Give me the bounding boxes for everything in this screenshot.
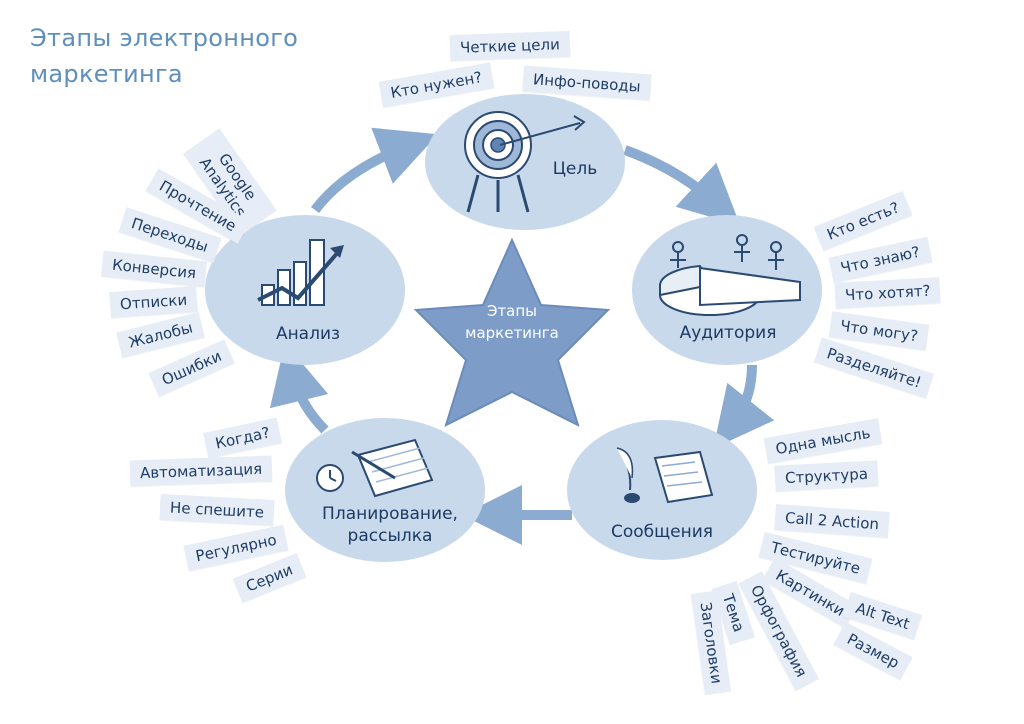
- arrow-audience-to-messages: [713, 364, 775, 449]
- center-label-line-1: Этапы: [486, 302, 538, 320]
- target-icon: [464, 111, 586, 213]
- audience-label: Аудитория: [679, 323, 777, 343]
- arrow-goal-to-audience: [623, 145, 741, 226]
- tag-goal-clear-goals: Четкие цели: [449, 30, 571, 62]
- analysis-label: Анализ: [275, 324, 341, 344]
- planning-label: Планирование, рассылка: [305, 503, 475, 547]
- audience-pie-icon: [659, 234, 801, 316]
- center-label: Этапы маркетинга: [452, 300, 572, 344]
- growth-chart-icon: [257, 239, 344, 306]
- title-line-2: маркетинга: [30, 60, 183, 88]
- arrow-planning-to-analysis: [269, 342, 329, 434]
- messages-label: Сообщения: [610, 522, 714, 542]
- center-star: [413, 237, 611, 427]
- center-label-line-2: маркетинга: [465, 324, 559, 342]
- clock-notebook-icon: [316, 438, 434, 498]
- quill-scroll-icon: [616, 447, 714, 504]
- node-messages: [567, 420, 757, 560]
- goal-label: Цель: [552, 159, 598, 179]
- planning-label-line-2: рассылка: [347, 526, 433, 546]
- tag-audience-what-want: Что хотят?: [834, 277, 942, 309]
- tag-planning-automation: Автоматизация: [129, 455, 273, 487]
- planning-label-line-1: Планирование,: [322, 504, 458, 524]
- arrow-analysis-to-goal: [311, 127, 438, 214]
- title-line-1: Этапы электронного: [30, 24, 299, 52]
- page-title: Этапы электронного маркетинга: [30, 20, 298, 92]
- tag-messages-structure: Структура: [774, 460, 879, 492]
